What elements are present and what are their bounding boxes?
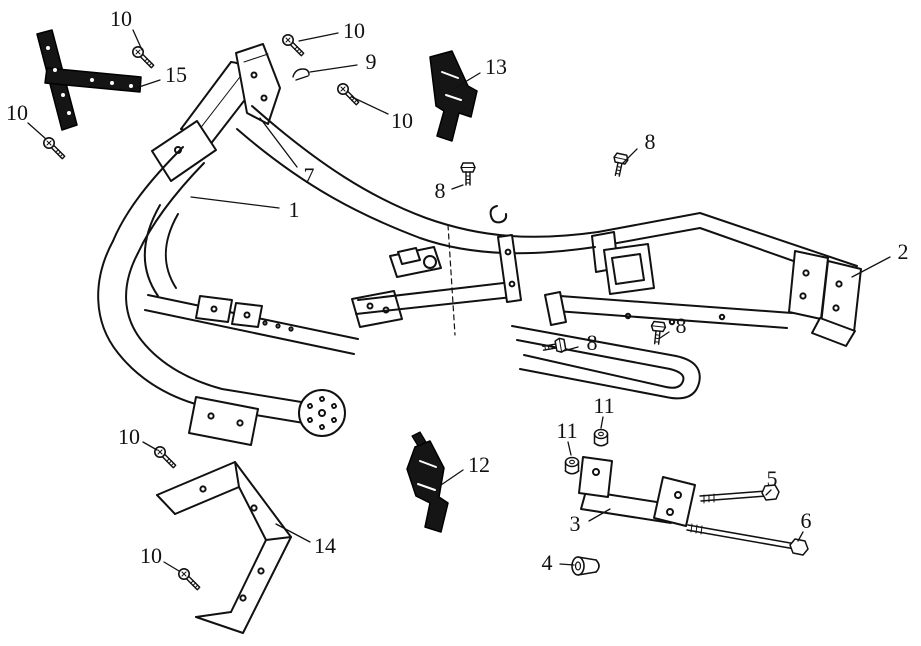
leader-line-1-10 — [190, 196, 280, 209]
footrest-bracket-part-3 — [578, 456, 696, 527]
leader-line-9-2 — [309, 64, 358, 73]
leader-line-4-21 — [559, 563, 575, 566]
rear-frame-part-2 — [489, 205, 862, 400]
callout-label-8-9: 8 — [644, 129, 656, 154]
leader-line-11-16 — [567, 441, 572, 456]
bushing-part-11-b — [564, 456, 580, 475]
pin-part-9 — [292, 68, 310, 81]
leader-line-8-12 — [559, 346, 579, 353]
callout-label-13-5: 13 — [485, 54, 507, 79]
t-bracket-part-15 — [36, 29, 142, 131]
callout-label-9-2: 9 — [365, 49, 377, 74]
callout-label-10-0: 10 — [110, 6, 132, 31]
leader-line-12-17 — [440, 469, 464, 486]
callout-label-15-3: 15 — [165, 62, 187, 87]
leader-line-8-13 — [659, 331, 670, 339]
callout-label-2-11: 2 — [897, 239, 909, 264]
callout-label-1-10: 1 — [288, 197, 300, 222]
screw-part-10-a — [131, 45, 155, 69]
leader-line-11-15 — [600, 416, 604, 429]
bolt-part-8-d — [648, 320, 667, 346]
callout-label-7-7: 7 — [303, 163, 315, 188]
callout-label-5-18: 5 — [766, 466, 778, 491]
bushing-part-4 — [571, 556, 600, 576]
callout-label-10-4: 10 — [6, 100, 28, 125]
callout-label-8-13: 8 — [675, 313, 687, 338]
screw-part-10-b — [281, 33, 305, 57]
callout-label-10-14: 10 — [118, 424, 140, 449]
rubber-strap-part-12 — [406, 431, 449, 533]
callout-label-6-20: 6 — [800, 508, 812, 533]
main-frame-part-1 — [97, 43, 599, 446]
callout-label-10-1: 10 — [343, 18, 365, 43]
callout-label-10-6: 10 — [391, 108, 413, 133]
bolt-part-8-a — [460, 162, 476, 186]
leader-line-6-20 — [797, 531, 804, 542]
screw-part-10-f — [177, 567, 201, 591]
leader-line-10-0 — [132, 29, 143, 51]
callout-label-11-16: 11 — [556, 418, 578, 443]
leader-line-3-19 — [588, 508, 611, 522]
screw-part-10-c — [336, 82, 360, 106]
leader-line-5-18 — [765, 489, 772, 496]
callout-label-8-8: 8 — [434, 178, 446, 203]
screw-part-10-e — [153, 445, 177, 469]
bolt-part-5 — [699, 484, 780, 504]
leader-line-10-6 — [351, 96, 389, 115]
bolt-part-6 — [686, 523, 809, 556]
leader-line-10-4 — [27, 122, 47, 140]
leader-line-13-5 — [454, 72, 481, 89]
callout-label-10-23: 10 — [140, 543, 162, 568]
leader-line-2-11 — [851, 256, 891, 278]
bushing-part-11-a — [593, 428, 609, 447]
rubber-strap-part-13 — [429, 50, 478, 142]
callout-label-12-17: 12 — [468, 452, 490, 477]
leader-line-10-1 — [298, 32, 339, 42]
leader-line-14-22 — [275, 523, 311, 543]
callout-label-14-22: 14 — [314, 533, 336, 558]
callout-label-4-21: 4 — [541, 550, 553, 575]
leader-line-10-14 — [142, 441, 158, 451]
leader-line-10-23 — [163, 561, 180, 572]
callout-label-8-12: 8 — [586, 330, 598, 355]
bracket-part-14 — [156, 461, 292, 634]
leader-line-8-8 — [451, 184, 464, 190]
bolt-part-8-b — [609, 151, 630, 179]
leader-line-15-3 — [129, 79, 161, 91]
screw-part-10-d — [42, 136, 66, 160]
callout-label-11-15: 11 — [593, 393, 615, 418]
callout-label-3-19: 3 — [569, 511, 581, 536]
leader-line-7-7 — [259, 117, 298, 168]
leader-lines — [27, 29, 891, 572]
leader-line-8-9 — [622, 148, 638, 164]
